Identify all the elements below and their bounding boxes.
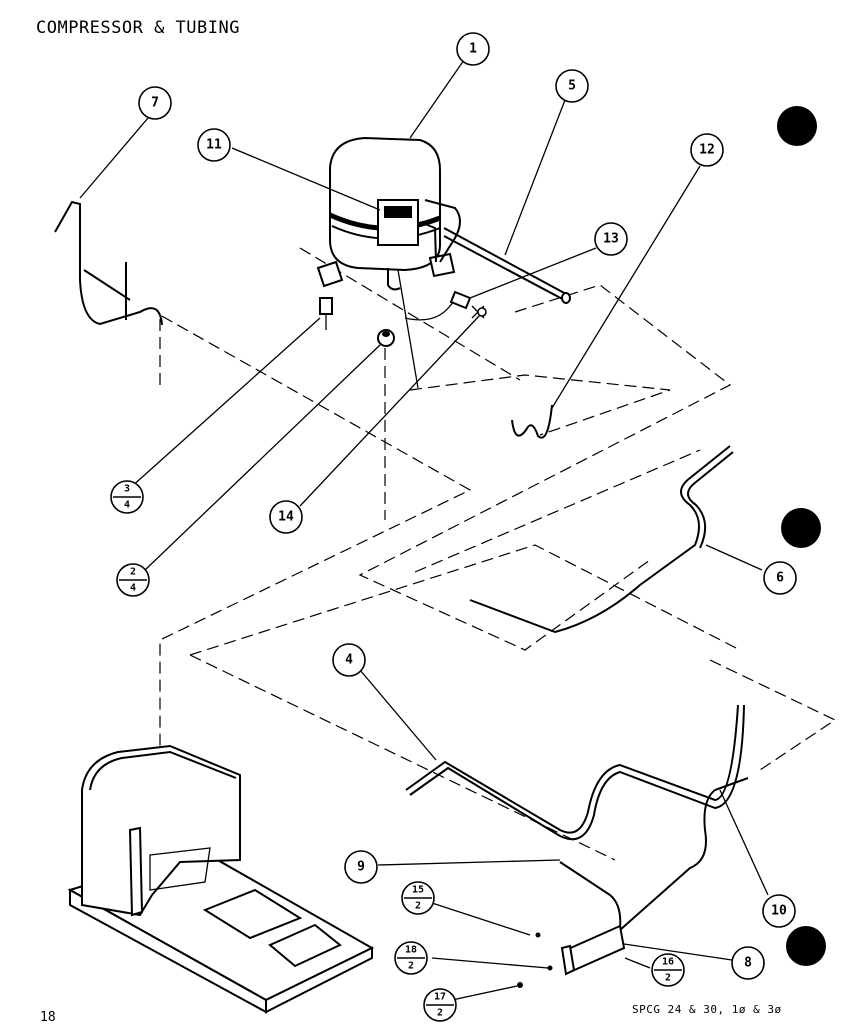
svg-text:6: 6 <box>776 571 784 586</box>
callout-6: 6 <box>763 561 797 595</box>
assembly-guide-lines <box>159 247 837 861</box>
svg-text:18: 18 <box>405 945 417 956</box>
tube-7 <box>54 200 163 326</box>
callout-2-4: 2 4 <box>116 563 150 597</box>
page-title: COMPRESSOR & TUBING <box>36 18 240 38</box>
callout-10: 10 <box>762 894 796 928</box>
svg-text:4: 4 <box>130 583 136 594</box>
svg-text:2: 2 <box>437 1008 443 1019</box>
binder-hole-top <box>777 106 817 146</box>
tube-4 <box>405 704 745 841</box>
callout-9: 9 <box>344 850 378 884</box>
svg-text:9: 9 <box>357 860 365 875</box>
svg-text:4: 4 <box>345 653 353 668</box>
leader-lines <box>79 59 769 1001</box>
svg-text:4: 4 <box>124 500 130 511</box>
svg-text:2: 2 <box>415 901 421 912</box>
svg-text:3: 3 <box>124 484 130 495</box>
binder-hole-bottom <box>786 926 826 966</box>
callout-4: 4 <box>332 643 366 677</box>
callout-16-2: 16 2 <box>651 953 685 987</box>
page-number: 18 <box>40 1010 56 1025</box>
callout-1: 1 <box>456 32 490 66</box>
svg-text:11: 11 <box>206 138 222 153</box>
callout-17-2: 17 2 <box>423 988 457 1022</box>
tube-6 <box>469 445 734 634</box>
svg-text:2: 2 <box>408 961 414 972</box>
callout-7: 7 <box>138 86 172 120</box>
tube-10 <box>619 777 749 931</box>
callout-8: 8 <box>731 946 765 980</box>
tube-9 <box>559 861 622 929</box>
callout-14: 14 <box>269 500 303 534</box>
svg-text:1: 1 <box>469 42 477 57</box>
svg-text:13: 13 <box>603 232 619 247</box>
base-pan <box>67 744 375 1014</box>
callout-15-2: 15 2 <box>401 881 435 915</box>
callout-18-2: 18 2 <box>394 941 428 975</box>
model-note: SPCG 24 & 30, 1ø & 3ø <box>632 1003 782 1016</box>
svg-text:16: 16 <box>662 957 674 968</box>
svg-text:17: 17 <box>434 992 446 1003</box>
fitting-8 <box>517 924 626 988</box>
svg-text:15: 15 <box>412 885 424 896</box>
svg-text:10: 10 <box>771 904 787 919</box>
svg-text:7: 7 <box>151 96 159 111</box>
binder-hole-middle <box>781 508 821 548</box>
callout-5: 5 <box>555 69 589 103</box>
callout-12: 12 <box>690 133 724 167</box>
svg-text:2: 2 <box>665 973 671 984</box>
svg-text:5: 5 <box>568 79 576 94</box>
callout-13: 13 <box>594 222 628 256</box>
svg-text:2: 2 <box>130 567 136 578</box>
callout-3-4: 3 4 <box>110 480 144 514</box>
svg-text:12: 12 <box>699 143 715 158</box>
tube-12 <box>511 404 553 439</box>
compressor <box>316 136 571 347</box>
svg-text:8: 8 <box>744 956 752 971</box>
callout-11: 11 <box>197 128 231 162</box>
svg-text:14: 14 <box>278 510 294 525</box>
